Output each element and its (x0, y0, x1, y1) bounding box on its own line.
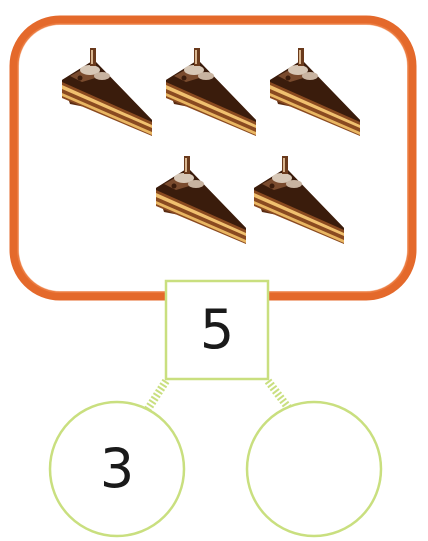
part-circle-left (48, 400, 186, 538)
part-left-number: 3 (99, 437, 135, 500)
cake-slice-icon (166, 48, 256, 136)
bond-line-right (264, 378, 294, 413)
part-circle-right[interactable] (245, 400, 383, 538)
cake-slice-icon (254, 156, 344, 244)
cake-slice-icon (156, 156, 246, 244)
group-frame (9, 15, 417, 301)
cake-slice-icon (270, 48, 360, 136)
total-number: 5 (199, 298, 235, 361)
total-box (164, 279, 270, 381)
cake-slice-icon (62, 48, 152, 136)
